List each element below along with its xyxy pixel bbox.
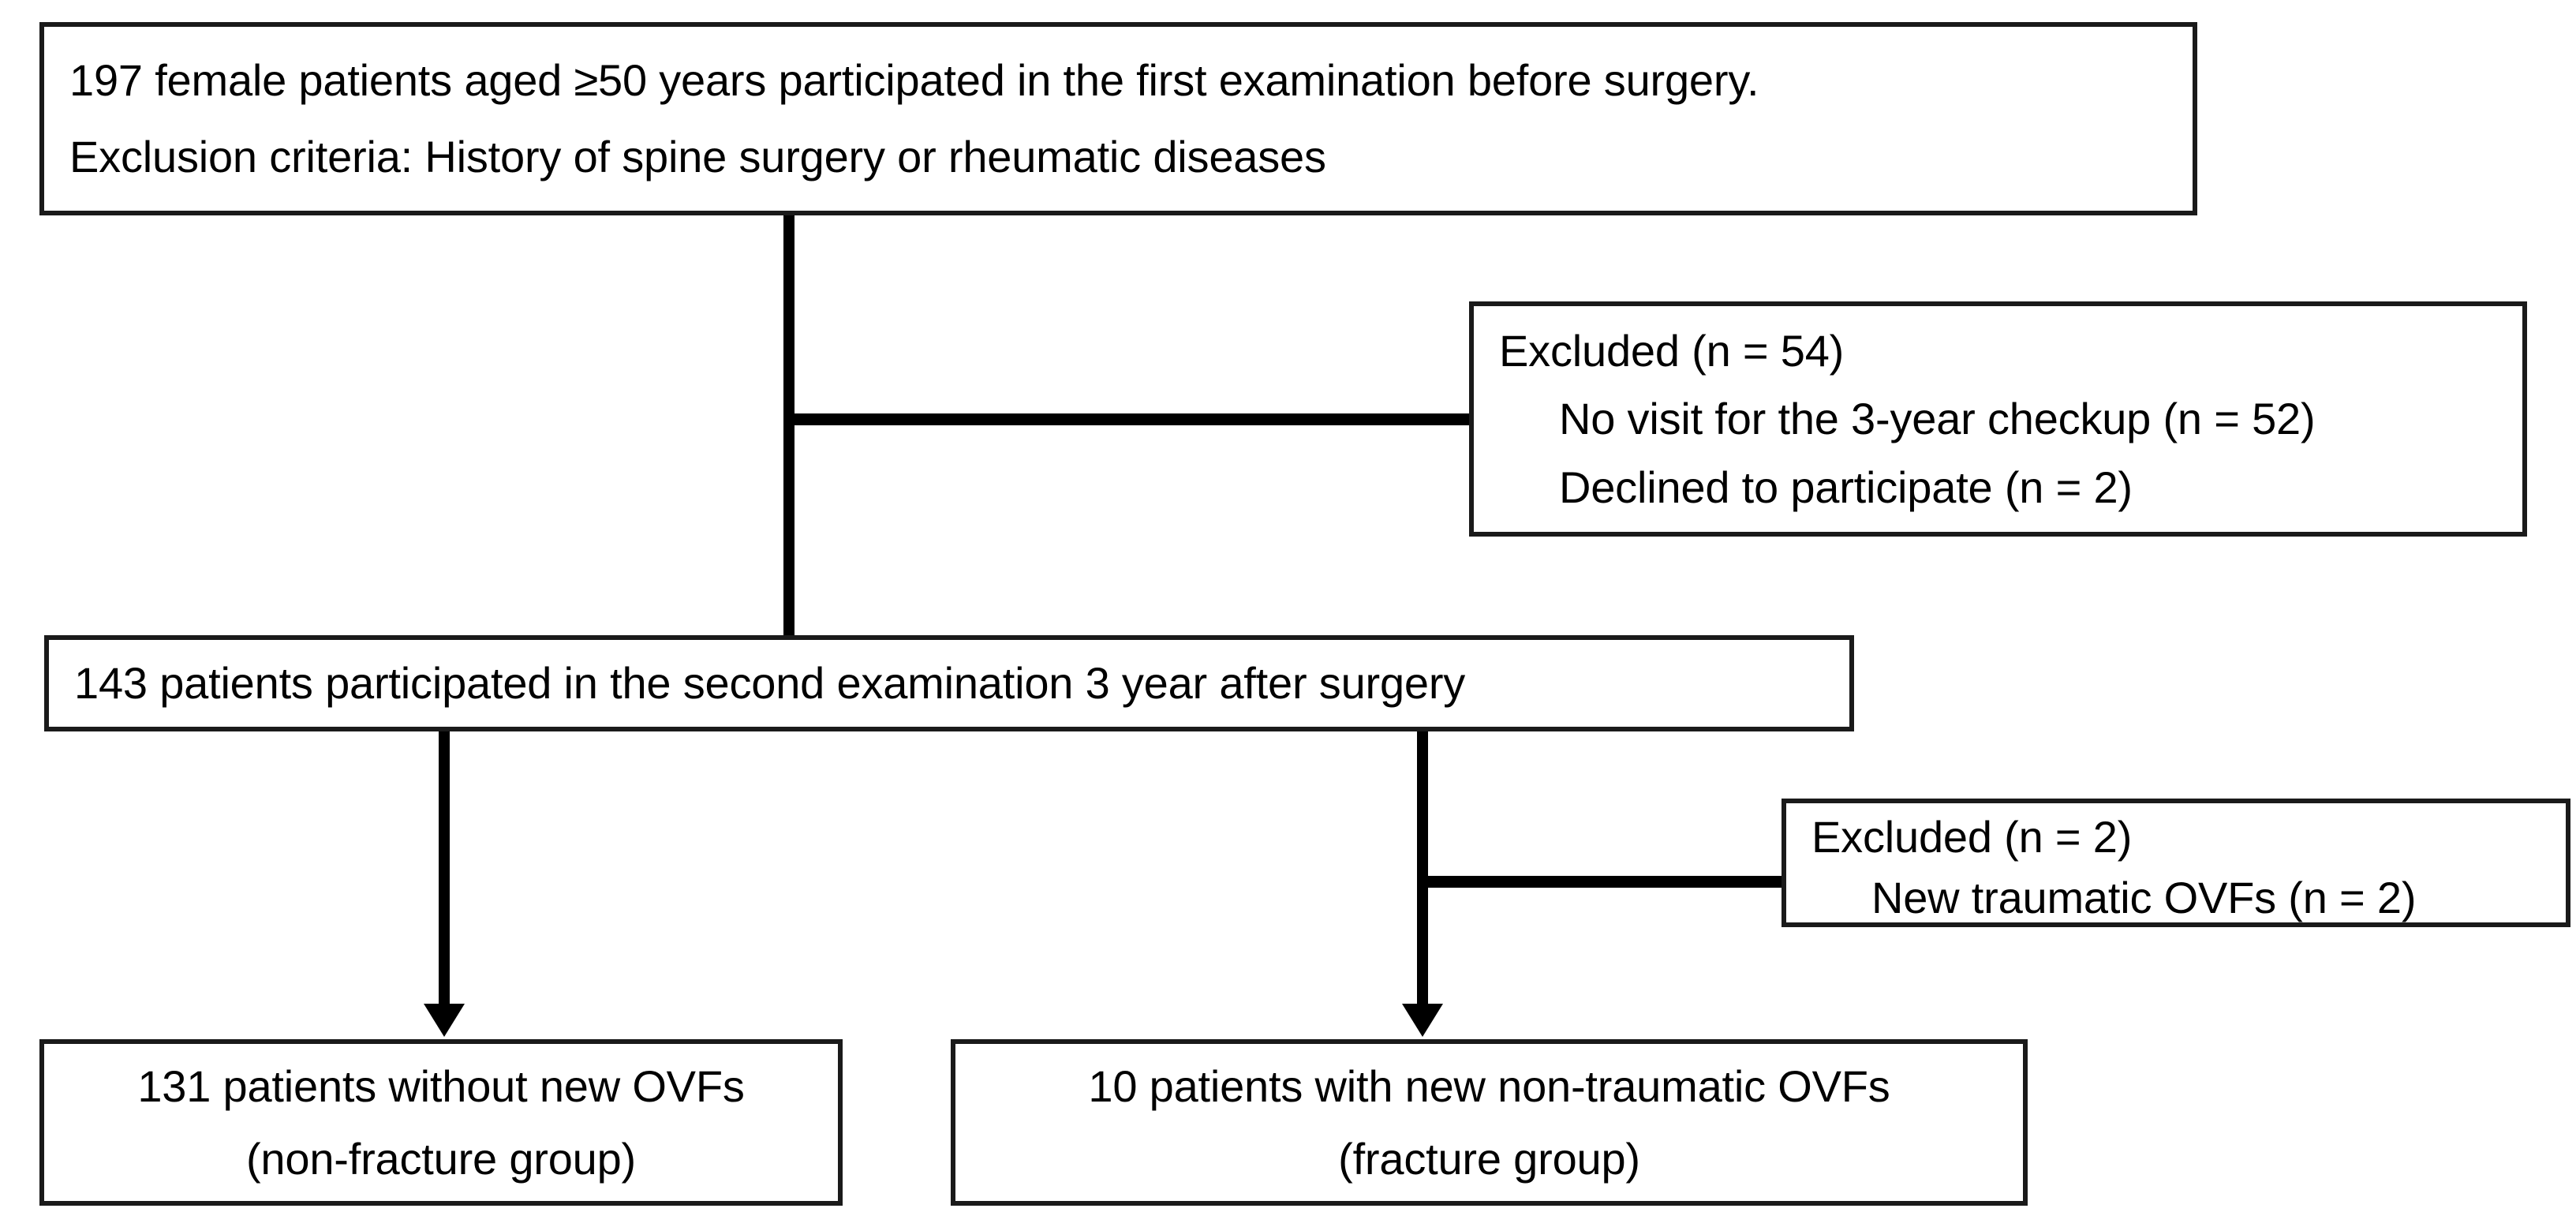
fracture-group-box: 10 patients with new non-traumatic OVFs … [951, 1039, 2028, 1206]
excluded-first-box: Excluded (n = 54) No visit for the 3-yea… [1469, 301, 2527, 537]
enrollment-line-2: Exclusion criteria: History of spine sur… [69, 132, 1326, 182]
connector-second-exam-to-non-fracture [439, 731, 450, 1014]
excluded-second-box: Excluded (n = 2) New traumatic OVFs (n =… [1782, 799, 2570, 927]
excluded-second-reason-1: New traumatic OVFs (n = 2) [1871, 873, 2417, 923]
non-fracture-line-1: 131 patients without new OVFs [137, 1061, 745, 1111]
second-exam-box: 143 patients participated in the second … [44, 635, 1854, 731]
enrollment-line-1: 197 female patients aged ≥50 years parti… [69, 55, 1759, 106]
connector-enrollment-to-excluded-first [789, 413, 1472, 425]
second-exam-line-1: 143 patients participated in the second … [74, 658, 1466, 709]
arrowhead-down-icon-non-fracture [424, 1004, 465, 1037]
connector-second-exam-to-fracture [1417, 731, 1428, 1014]
excluded-second-heading: Excluded (n = 2) [1811, 812, 2133, 862]
enrollment-box: 197 female patients aged ≥50 years parti… [39, 22, 2197, 215]
fracture-line-1: 10 patients with new non-traumatic OVFs [1088, 1061, 1890, 1111]
excluded-first-reason-1: No visit for the 3-year checkup (n = 52) [1559, 394, 2316, 444]
non-fracture-line-2: (non-fracture group) [245, 1133, 636, 1184]
connector-second-exam-to-excluded-second [1423, 876, 1785, 888]
excluded-first-reason-2: Declined to participate (n = 2) [1559, 462, 2133, 513]
excluded-first-heading: Excluded (n = 54) [1499, 325, 1845, 376]
connector-enrollment-to-second-exam [783, 215, 794, 706]
fracture-line-2: (fracture group) [1338, 1133, 1640, 1184]
non-fracture-group-box: 131 patients without new OVFs (non-fract… [39, 1039, 843, 1206]
arrowhead-down-icon-fracture [1402, 1004, 1443, 1037]
